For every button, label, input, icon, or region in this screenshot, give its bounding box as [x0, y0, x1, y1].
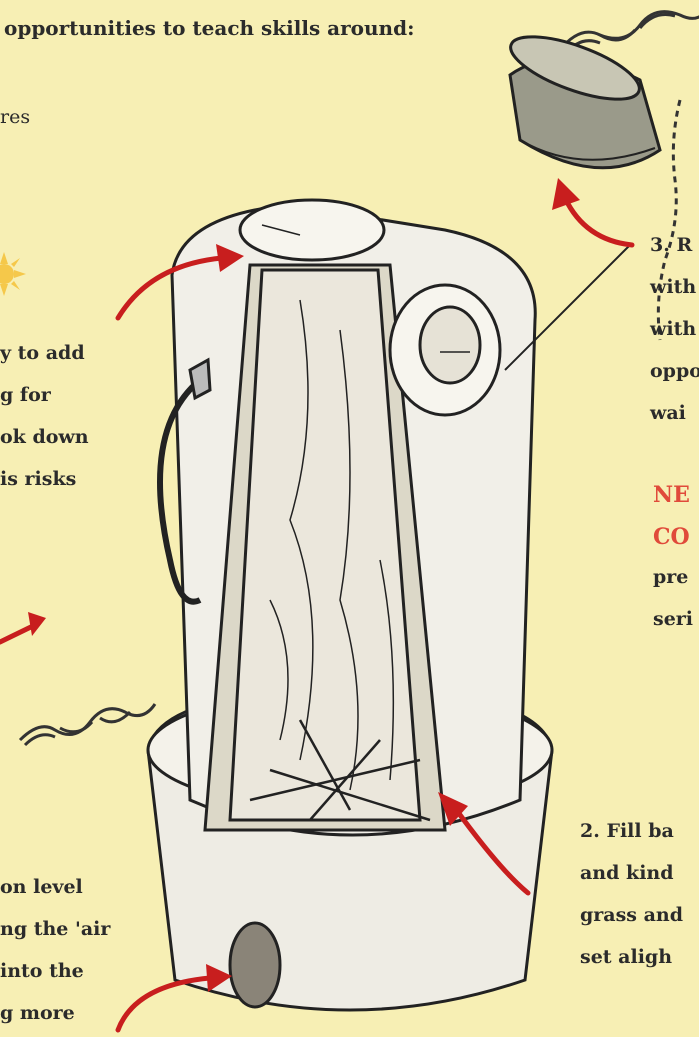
step-number: 2.	[580, 820, 600, 842]
left-fragment-top: res	[0, 106, 30, 128]
warning-line: NE	[653, 484, 690, 506]
step-line: grass and	[580, 906, 683, 925]
kettle-illustration	[148, 200, 630, 1010]
step-line: and kind	[580, 864, 674, 883]
left-line: g for	[0, 386, 51, 405]
step-line: with	[650, 320, 696, 339]
sun-icon	[0, 252, 26, 296]
warning-line: CO	[653, 526, 690, 548]
step-3-heading: 3. R	[650, 236, 692, 255]
chain-icon	[20, 704, 155, 745]
bottom-left-line: on level	[0, 878, 83, 897]
left-line: y to add	[0, 344, 85, 363]
step-line: Fill ba	[606, 820, 673, 842]
step-line: wai	[650, 404, 686, 423]
step-line: set aligh	[580, 948, 672, 967]
left-line: ok down	[0, 428, 89, 447]
warning-sub-line: pre	[653, 568, 688, 587]
header-text: opportunities to teach skills around:	[4, 18, 414, 38]
bottom-left-line: into the	[0, 962, 84, 981]
step-2-heading: 2. Fill ba	[580, 822, 674, 841]
cork-stopper-icon	[504, 24, 660, 168]
step-line: with	[650, 278, 696, 297]
step-line: R	[676, 234, 692, 256]
warning-sub-line: seri	[653, 610, 693, 629]
bottom-left-line: ng the 'air	[0, 920, 110, 939]
step-number: 3.	[650, 234, 670, 256]
left-line: is risks	[0, 470, 76, 489]
bottom-left-line: g more	[0, 1004, 75, 1023]
step-line: oppo	[650, 362, 699, 381]
